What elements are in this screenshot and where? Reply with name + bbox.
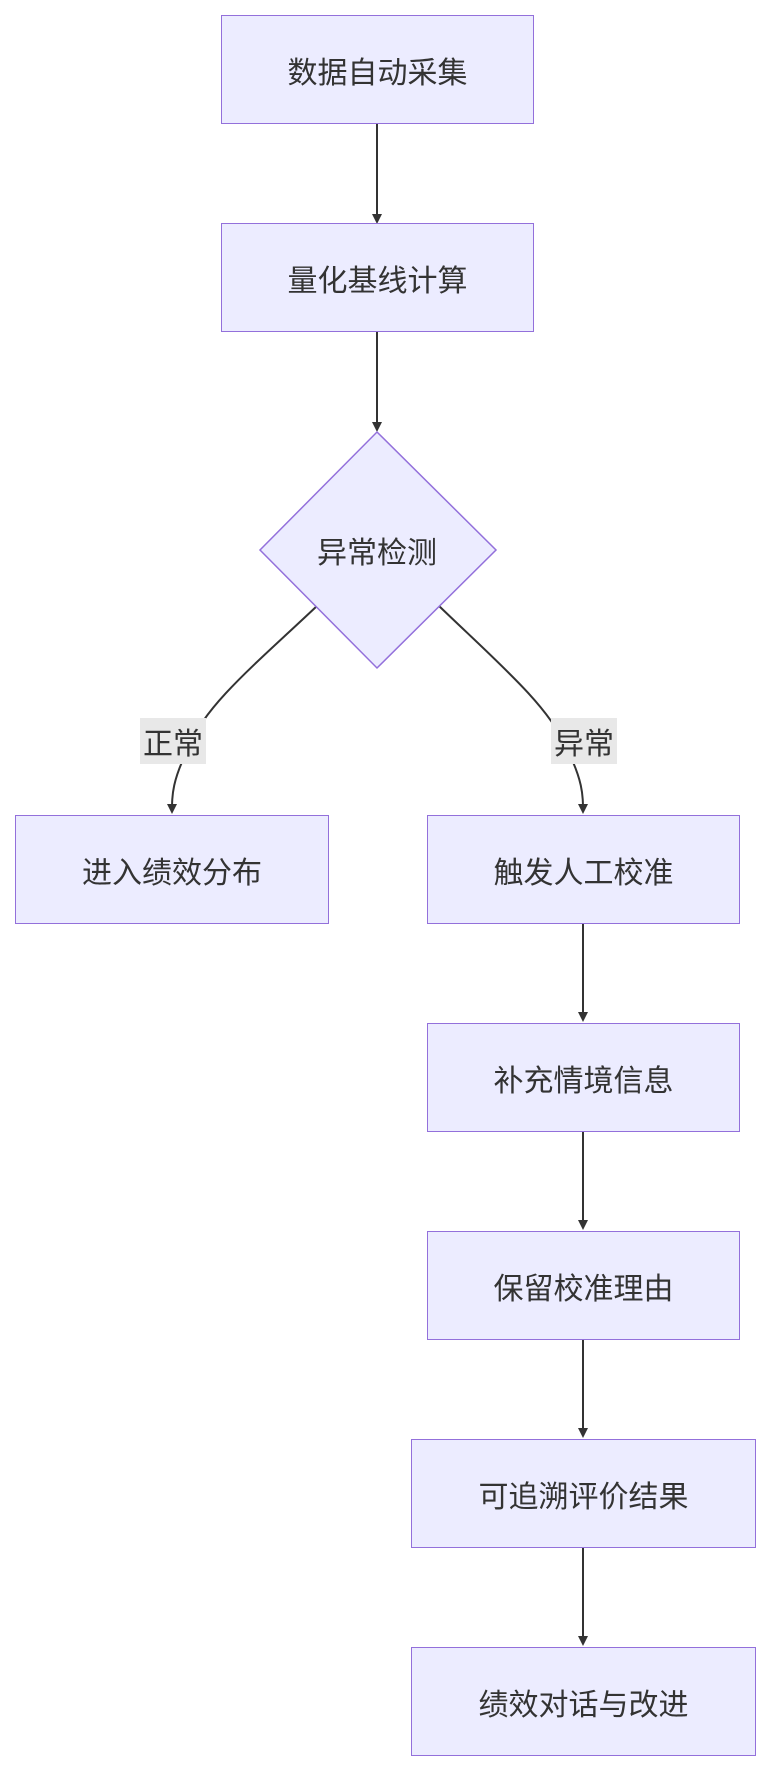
node-calibration-reason: 保留校准理由 (427, 1231, 740, 1340)
edge-detect-distribution (167, 604, 319, 814)
node-context-info-label: 补充情境信息 (493, 1063, 674, 1099)
node-baseline-calculation-label: 量化基线计算 (287, 263, 468, 299)
node-performance-dialogue-label: 绩效对话与改进 (478, 1687, 689, 1723)
edge-label-normal: 正常 (140, 718, 206, 764)
node-baseline-calculation: 量化基线计算 (221, 223, 534, 332)
edge-label-abnormal: 异常 (551, 718, 617, 764)
node-data-collection: 数据自动采集 (221, 15, 534, 124)
decision-diamond (258, 430, 498, 670)
node-traceable-result-label: 可追溯评价结果 (478, 1479, 689, 1515)
node-manual-calibration: 触发人工校准 (427, 815, 740, 924)
node-performance-distribution: 进入绩效分布 (15, 815, 329, 924)
node-data-collection-label: 数据自动采集 (287, 55, 468, 91)
node-calibration-reason-label: 保留校准理由 (493, 1271, 674, 1307)
node-manual-calibration-label: 触发人工校准 (493, 855, 674, 891)
decision-label: 异常检测 (317, 536, 437, 571)
edge-detect-calibrate (437, 604, 588, 814)
node-traceable-result: 可追溯评价结果 (411, 1439, 756, 1548)
node-context-info: 补充情境信息 (427, 1023, 740, 1132)
node-performance-dialogue: 绩效对话与改进 (411, 1647, 756, 1756)
node-performance-distribution-label: 进入绩效分布 (82, 855, 262, 891)
